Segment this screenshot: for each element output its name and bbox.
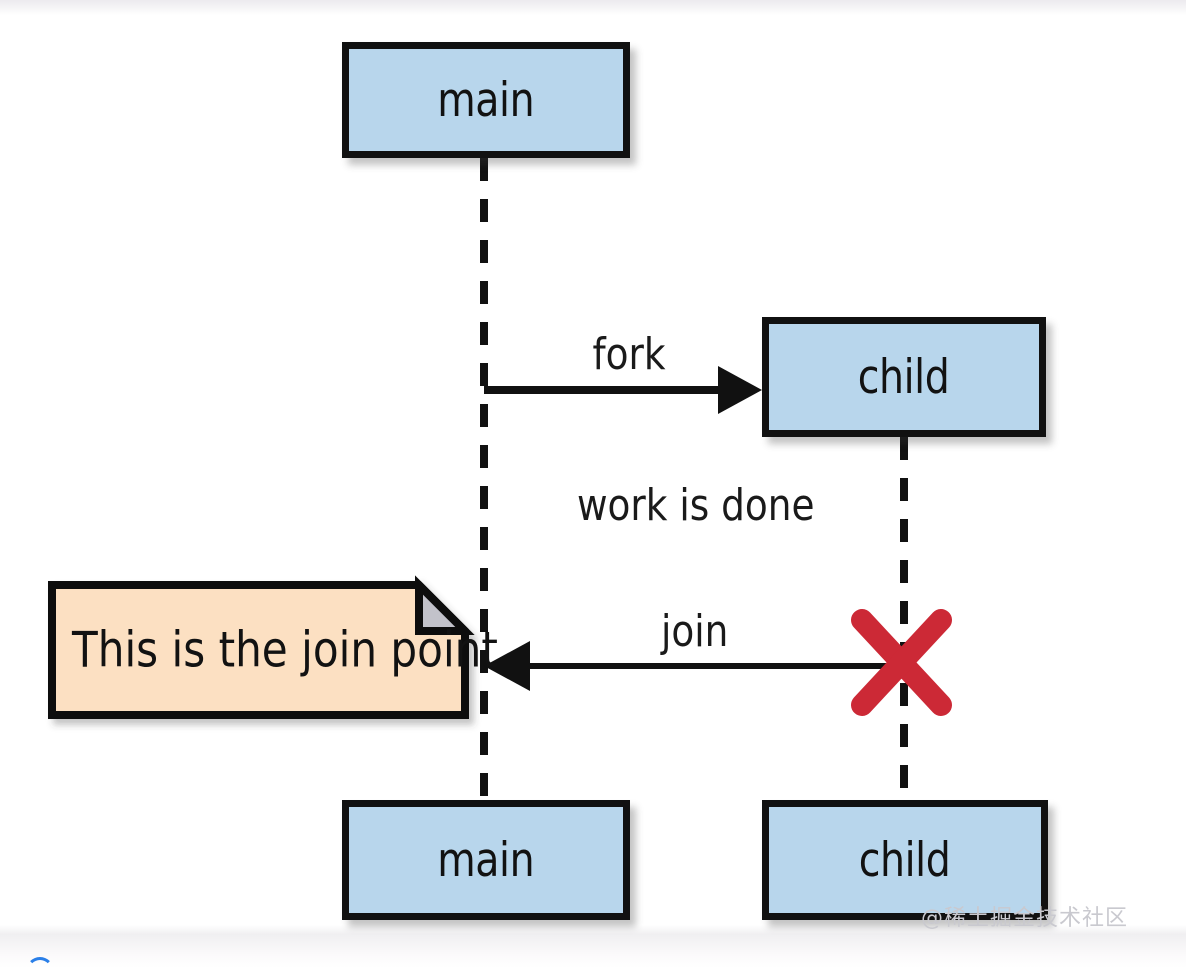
page-band-top bbox=[0, 0, 1186, 15]
watermark-text: @稀土掘金技术社区 bbox=[920, 906, 1128, 931]
fork-message-arrow bbox=[484, 366, 762, 414]
node-child-bottom-label: child bbox=[859, 832, 951, 888]
join-message-label: join bbox=[660, 606, 729, 657]
node-child-bottom[interactable]: child bbox=[762, 800, 1048, 920]
node-child-top-label: child bbox=[858, 349, 950, 405]
fork-message-label: fork bbox=[592, 329, 666, 380]
node-main-bottom-label: main bbox=[437, 832, 535, 888]
join-message-arrow bbox=[484, 641, 902, 691]
page-band-bottom bbox=[0, 925, 1186, 968]
node-child-top[interactable]: child bbox=[762, 317, 1046, 437]
join-point-note-shape bbox=[48, 575, 475, 719]
child-termination-x-icon bbox=[851, 609, 952, 716]
join-point-note[interactable]: This is the join point bbox=[52, 585, 498, 715]
page-corner-arc-icon bbox=[26, 957, 54, 968]
node-main-top[interactable]: main bbox=[342, 42, 630, 158]
node-main-top-label: main bbox=[437, 72, 535, 128]
join-point-note-label: This is the join point bbox=[72, 621, 498, 679]
work-is-done-annotation: work is done bbox=[576, 480, 815, 531]
node-main-bottom[interactable]: main bbox=[342, 800, 630, 920]
